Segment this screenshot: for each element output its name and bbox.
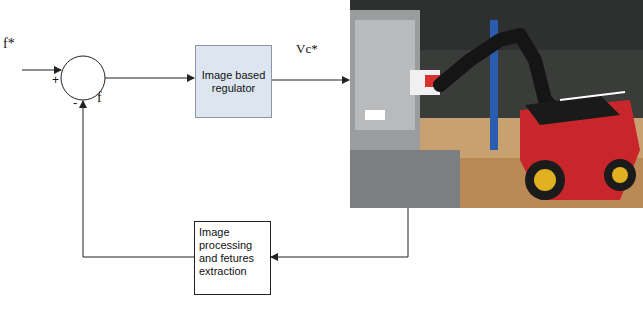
signal-label: - [73,96,77,110]
signal-label: + [52,73,59,87]
signal-label: f* [3,37,15,51]
robot-photo [350,0,643,208]
signal-label: f [97,91,102,105]
box-text: Image based regulator [201,69,266,95]
process-box: Image based regulator [195,45,272,118]
process-box: Image processing and fetures extraction [194,221,271,295]
signal-label: Vc* [296,42,318,56]
box-text: Image processing and fetures extraction [199,226,266,278]
